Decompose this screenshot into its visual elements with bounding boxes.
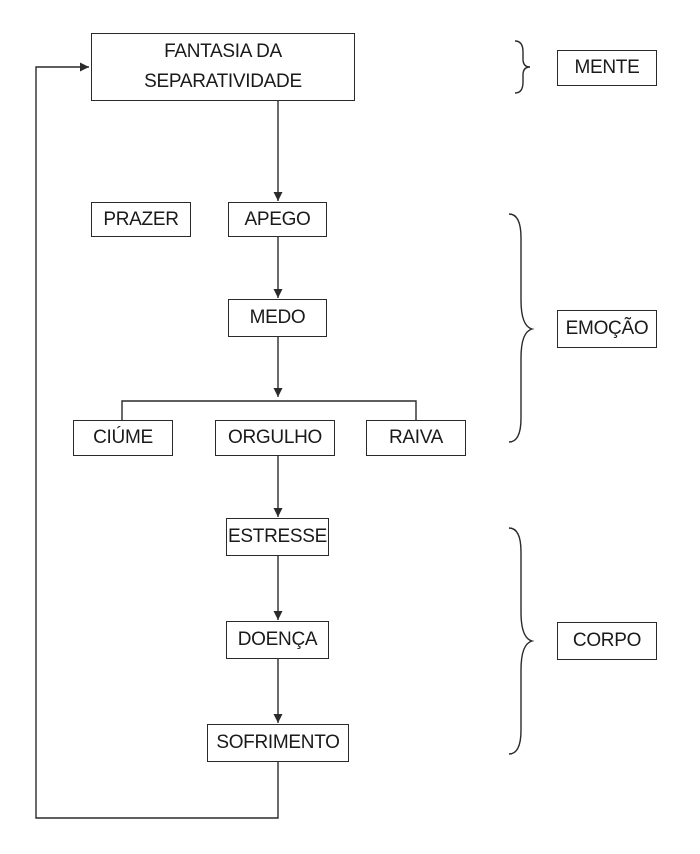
brace-emocao bbox=[508, 213, 535, 443]
feedback-loop-arrow bbox=[35, 62, 279, 819]
node-sofrimento: SOFRIMENTO bbox=[207, 724, 349, 762]
level-emocao: EMOÇÃO bbox=[557, 310, 657, 348]
level-corpo: CORPO bbox=[557, 622, 657, 660]
level-mente: MENTE bbox=[557, 50, 657, 86]
node-apego: APEGO bbox=[228, 202, 327, 237]
brace-mente bbox=[514, 40, 531, 94]
brace-corpo bbox=[508, 527, 535, 755]
node-prazer: PRAZER bbox=[91, 202, 191, 237]
node-fantasia-line1: FANTASIA DA bbox=[164, 41, 282, 62]
node-medo: MEDO bbox=[228, 299, 327, 337]
node-orgulho: ORGULHO bbox=[215, 420, 335, 456]
node-fantasia-da-separatividade: FANTASIA DA SEPARATIVIDADE bbox=[91, 33, 355, 101]
node-fantasia-line2: SEPARATIVIDADE bbox=[144, 71, 302, 92]
branch-connector bbox=[121, 400, 417, 420]
node-doenca: DOENÇA bbox=[226, 621, 329, 659]
node-estresse: ESTRESSE bbox=[226, 518, 329, 556]
node-raiva: RAIVA bbox=[366, 420, 466, 456]
node-ciume: CIÚME bbox=[73, 420, 173, 456]
